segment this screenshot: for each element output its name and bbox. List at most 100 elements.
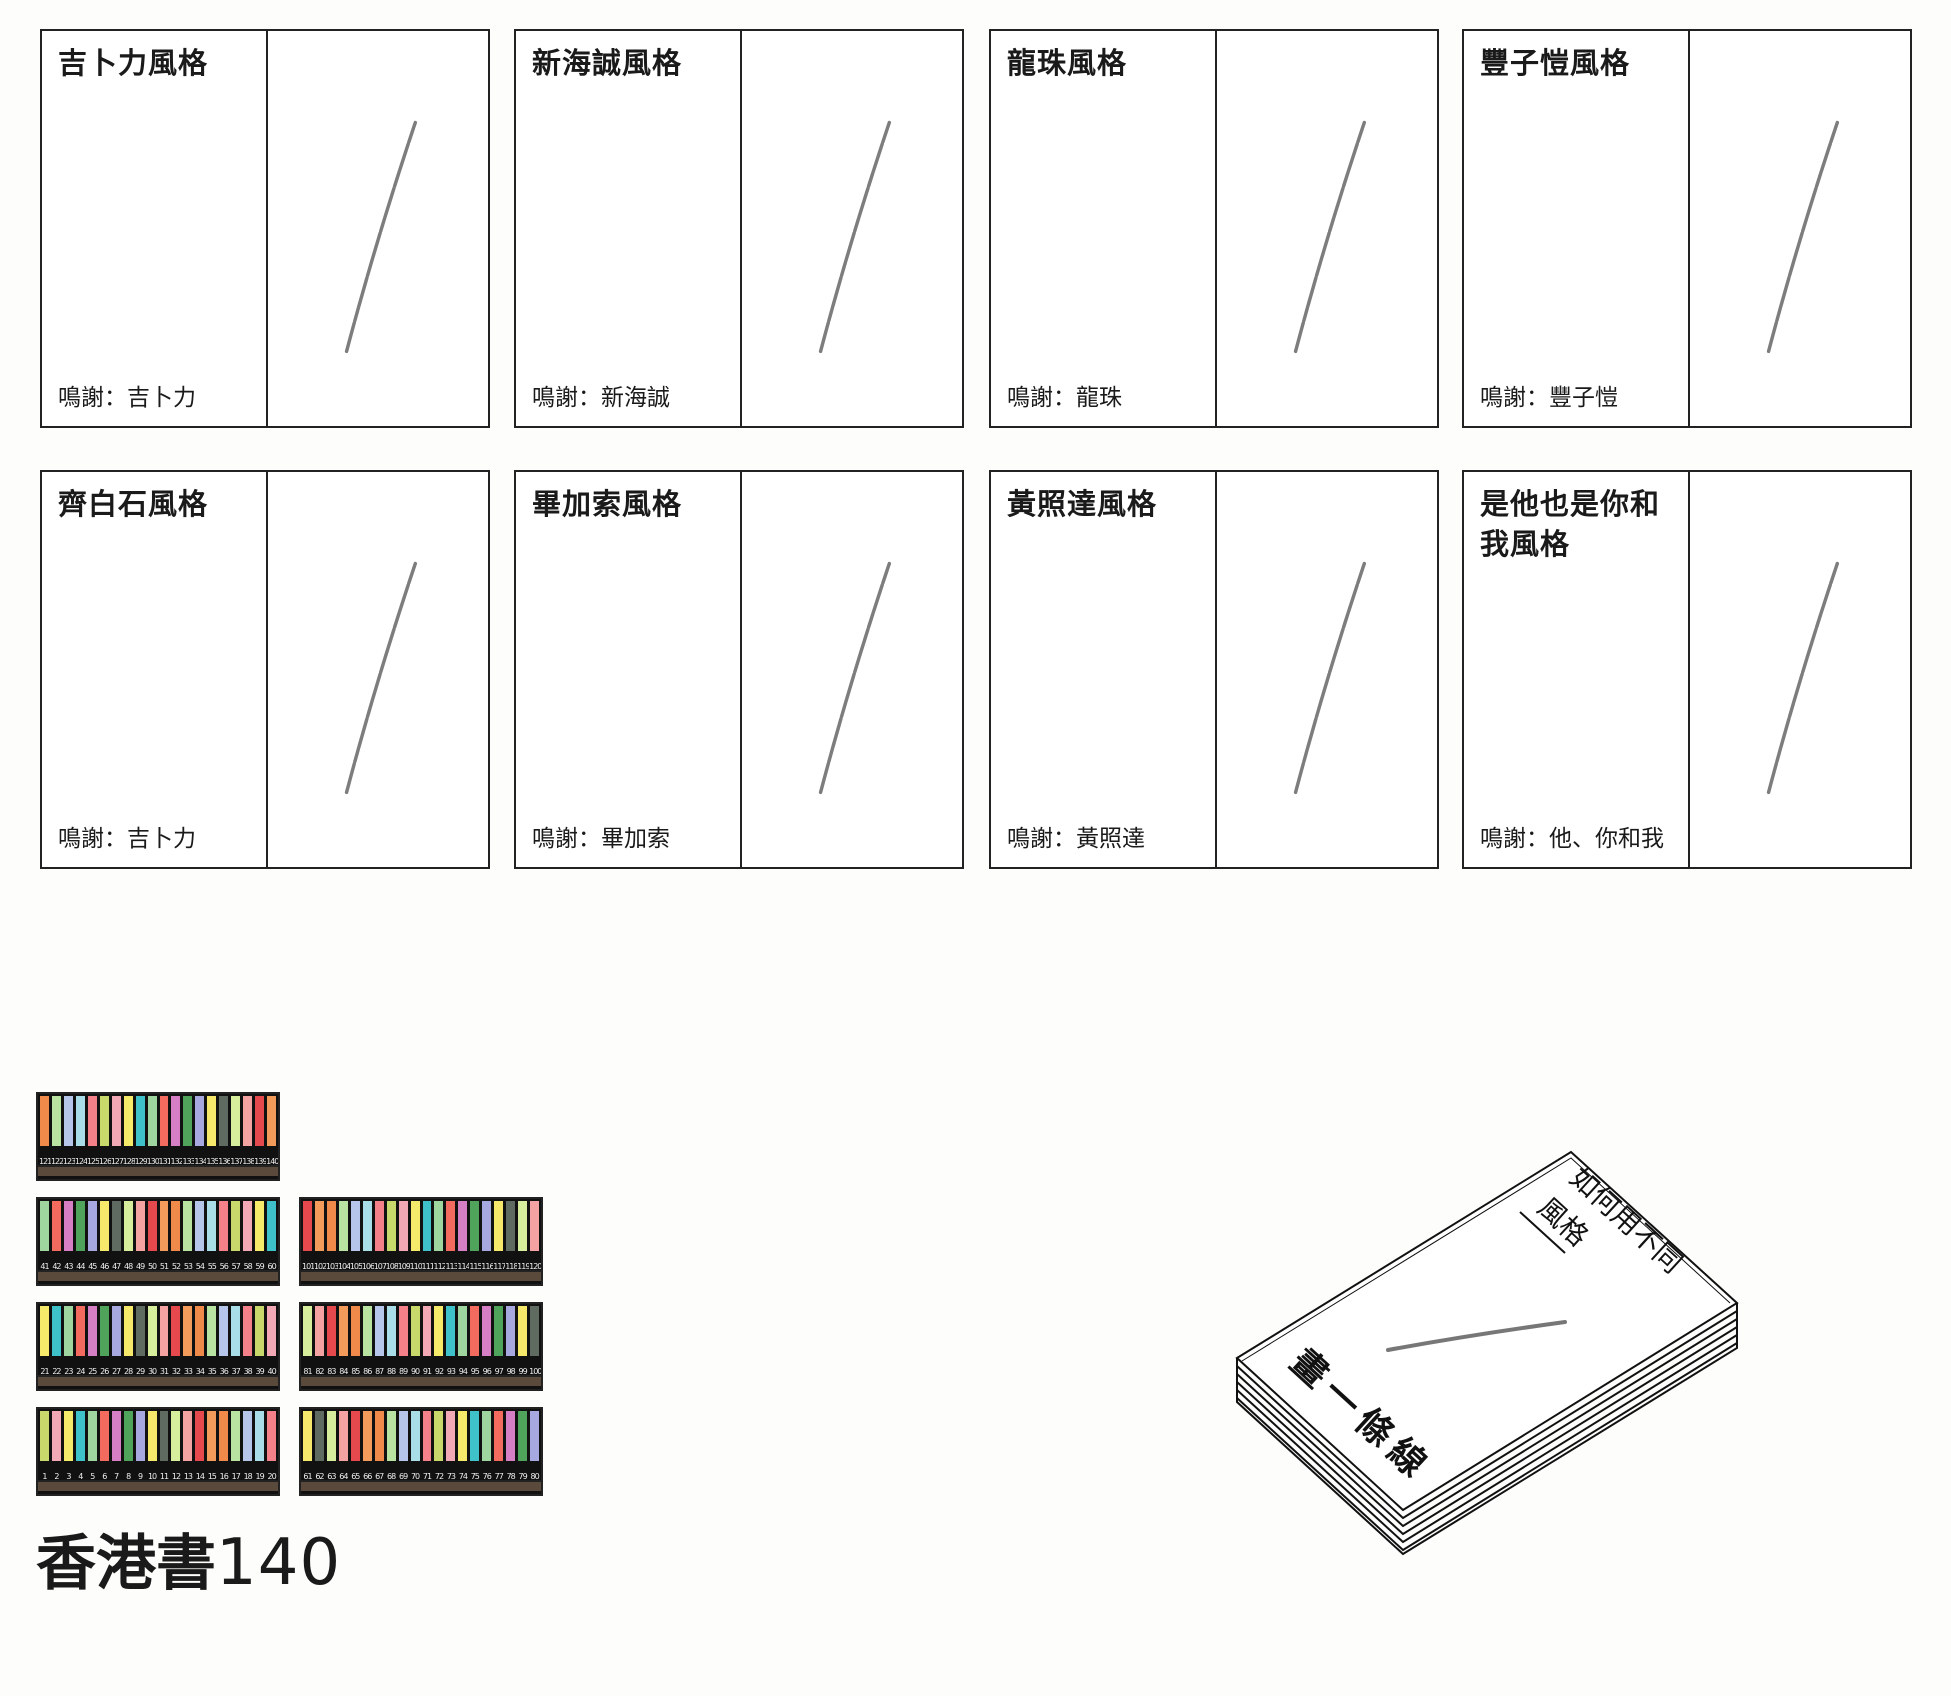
card-credit: 鳴謝：新海誠 bbox=[532, 385, 670, 411]
book-spine: 41 bbox=[39, 1200, 50, 1272]
style-card: 吉卜力風格 鳴謝：吉卜力 bbox=[40, 29, 490, 428]
book-spine: 85 bbox=[349, 1305, 361, 1377]
book-spine: 11 bbox=[158, 1410, 170, 1482]
book-spine: 116 bbox=[481, 1200, 495, 1272]
brand-number: 140 bbox=[216, 1526, 342, 1600]
book-spine: 65 bbox=[349, 1410, 361, 1482]
book-spine: 79 bbox=[517, 1410, 529, 1482]
book-spine: 72 bbox=[433, 1410, 445, 1482]
book-spine: 74 bbox=[457, 1410, 469, 1482]
book-spine: 45 bbox=[86, 1200, 98, 1272]
book-spine: 93 bbox=[445, 1305, 457, 1377]
card-credit: 鳴謝：黃照達 bbox=[1007, 826, 1145, 852]
book-spine: 42 bbox=[50, 1200, 62, 1272]
book-spine: 29 bbox=[134, 1305, 146, 1377]
book-spine: 7 bbox=[110, 1410, 122, 1482]
style-card: 齊白石風格 鳴謝：吉卜力 bbox=[40, 470, 490, 869]
book-spine: 139 bbox=[254, 1095, 267, 1167]
pencil-line bbox=[1293, 561, 1367, 795]
card-title: 豐子愷風格 bbox=[1480, 46, 1631, 80]
book-spine: 102 bbox=[313, 1200, 327, 1272]
book-spine: 69 bbox=[397, 1410, 409, 1482]
book-spine: 126 bbox=[98, 1095, 112, 1167]
card-title: 齊白石風格 bbox=[58, 487, 209, 521]
book-spine: 108 bbox=[385, 1200, 399, 1272]
book-spine: 98 bbox=[505, 1305, 517, 1377]
card-text-panel: 黃照達風格 鳴謝：黃照達 bbox=[991, 472, 1217, 867]
book-spine: 76 bbox=[481, 1410, 493, 1482]
book-spine: 36 bbox=[218, 1305, 230, 1377]
book-spine: 113 bbox=[445, 1200, 459, 1272]
book-spine: 100 bbox=[529, 1305, 541, 1377]
pencil-line bbox=[344, 561, 418, 795]
book-spine: 62 bbox=[313, 1410, 325, 1482]
card-title: 畢加索風格 bbox=[532, 487, 683, 521]
book-spine: 114 bbox=[457, 1200, 471, 1272]
book-spine: 135 bbox=[206, 1095, 220, 1167]
book-spine: 120 bbox=[529, 1200, 541, 1272]
card-text-panel: 齊白石風格 鳴謝：吉卜力 bbox=[42, 472, 268, 867]
book-spine: 63 bbox=[325, 1410, 337, 1482]
book-spine: 67 bbox=[373, 1410, 385, 1482]
book-spine: 119 bbox=[517, 1200, 530, 1272]
book-spine: 124 bbox=[74, 1095, 88, 1167]
shelf-board bbox=[301, 1270, 541, 1281]
book-spine: 58 bbox=[242, 1200, 254, 1272]
pencil-line bbox=[818, 561, 892, 795]
card-text-panel: 畢加索風格 鳴謝：畢加索 bbox=[516, 472, 742, 867]
book-spine: 136 bbox=[218, 1095, 232, 1167]
book-spine: 26 bbox=[98, 1305, 110, 1377]
book-spine: 25 bbox=[86, 1305, 98, 1377]
book-spine: 49 bbox=[134, 1200, 146, 1272]
book-spine: 101 bbox=[302, 1200, 315, 1272]
book-spine: 59 bbox=[254, 1200, 266, 1272]
book-spine: 112 bbox=[433, 1200, 447, 1272]
style-card: 是他也是你和我風格 鳴謝：他、你和我 bbox=[1462, 470, 1912, 869]
book-spine: 46 bbox=[98, 1200, 110, 1272]
shelf-board bbox=[301, 1375, 541, 1386]
book-spine: 82 bbox=[313, 1305, 325, 1377]
card-text-panel: 新海誠風格 鳴謝：新海誠 bbox=[516, 31, 742, 426]
book-spine: 103 bbox=[325, 1200, 339, 1272]
pencil-line bbox=[1766, 120, 1840, 354]
card-drawing-panel bbox=[1690, 31, 1910, 426]
book-spine: 13 bbox=[182, 1410, 194, 1482]
book-spine: 34 bbox=[194, 1305, 206, 1377]
book-spine: 132 bbox=[170, 1095, 184, 1167]
shelf-board bbox=[301, 1480, 541, 1491]
book-spine: 130 bbox=[146, 1095, 160, 1167]
style-card: 豐子愷風格 鳴謝：豐子愷 bbox=[1462, 29, 1912, 428]
book-cover bbox=[1235, 1150, 1739, 1512]
book-spine: 55 bbox=[206, 1200, 218, 1272]
book-spine: 131 bbox=[158, 1095, 172, 1167]
book-spine: 28 bbox=[122, 1305, 134, 1377]
book-spine: 80 bbox=[529, 1410, 541, 1482]
book-spine: 94 bbox=[457, 1305, 469, 1377]
pencil-line bbox=[1293, 120, 1367, 354]
card-title: 是他也是你和我風格 bbox=[1480, 487, 1661, 561]
style-card: 畢加索風格 鳴謝：畢加索 bbox=[514, 470, 964, 869]
book-spine: 48 bbox=[122, 1200, 134, 1272]
book-spine: 39 bbox=[254, 1305, 266, 1377]
book-spine: 111 bbox=[421, 1200, 435, 1272]
book-spine: 30 bbox=[146, 1305, 158, 1377]
book-spine: 70 bbox=[409, 1410, 421, 1482]
book-spine: 31 bbox=[158, 1305, 170, 1377]
shelf-board bbox=[38, 1165, 278, 1176]
pencil-line bbox=[1386, 1320, 1567, 1352]
book-spine: 27 bbox=[110, 1305, 122, 1377]
book-spine: 73 bbox=[445, 1410, 457, 1482]
book-spine: 84 bbox=[337, 1305, 349, 1377]
card-text-panel: 是他也是你和我風格 鳴謝：他、你和我 bbox=[1464, 472, 1690, 867]
book-spine: 138 bbox=[242, 1095, 255, 1167]
book-spine: 33 bbox=[182, 1305, 194, 1377]
book-spine: 78 bbox=[505, 1410, 517, 1482]
book-spine: 68 bbox=[385, 1410, 397, 1482]
book-spine: 64 bbox=[337, 1410, 349, 1482]
book-spine: 12 bbox=[170, 1410, 182, 1482]
card-text-panel: 吉卜力風格 鳴謝：吉卜力 bbox=[42, 31, 268, 426]
